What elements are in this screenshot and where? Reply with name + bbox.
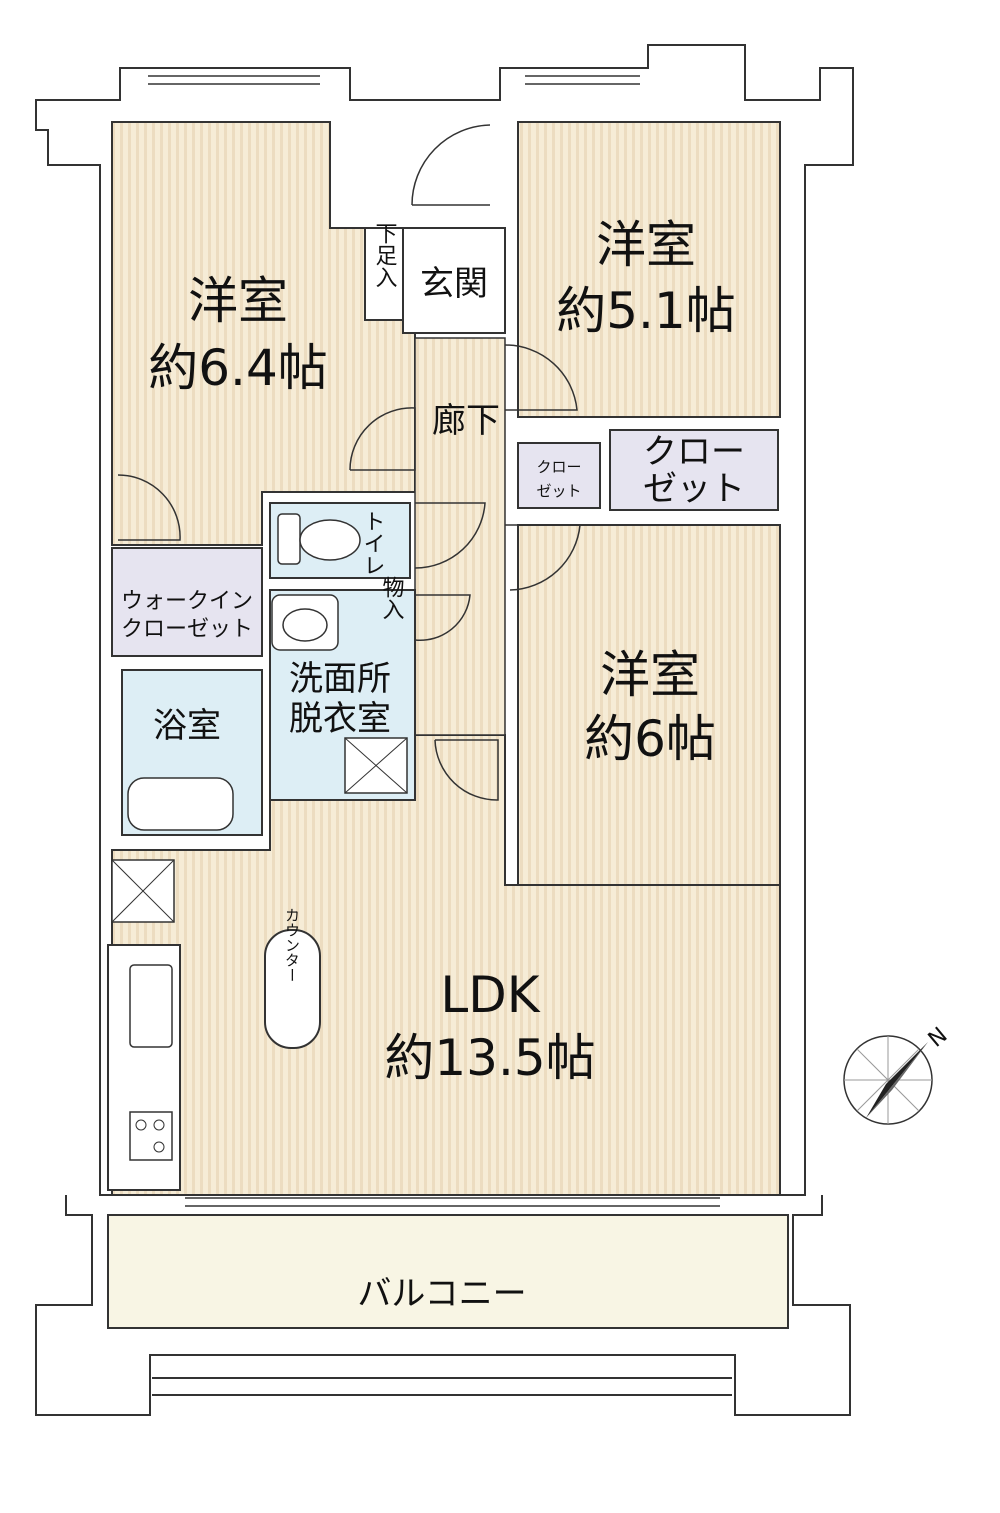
room-western-ne-name: 洋室 <box>596 216 696 274</box>
closet-small <box>517 442 601 509</box>
closet-small-line1: クロー <box>536 458 581 476</box>
room-western-e-size: 約6帖 <box>584 710 716 768</box>
room-western-e-name: 洋室 <box>600 646 700 704</box>
washroom-line1: 洗面所 <box>289 659 391 699</box>
kitchen-sink <box>129 964 173 1048</box>
walk-in-closet-line1: ウォークイン <box>121 589 253 614</box>
room-western-ne-size: 約5.1帖 <box>556 282 736 340</box>
closet-line1: クロー <box>643 432 745 472</box>
shoe-storage <box>364 227 404 321</box>
stove <box>129 1111 173 1161</box>
room-western-nw-name: 洋室 <box>188 272 288 330</box>
shoe-storage-label: 下足入 <box>372 222 398 288</box>
windows <box>148 75 720 1207</box>
compass-north-label: N <box>924 1023 953 1053</box>
room-western-nw-size: 約6.4帖 <box>148 339 328 397</box>
walk-in-closet-line2: クローゼット <box>121 617 253 642</box>
bathtub <box>127 777 234 831</box>
toilet-fixture <box>277 513 361 565</box>
fridge-space <box>111 859 175 923</box>
hallway <box>414 337 506 736</box>
outer-walls <box>35 44 854 1416</box>
ldk-name: LDK <box>440 966 540 1024</box>
counter <box>264 929 321 1049</box>
closet-small-line2: ゼット <box>536 482 581 500</box>
ldk-size: 約13.5帖 <box>384 1029 595 1087</box>
balcony <box>107 1214 789 1329</box>
bathroom-label: 浴室 <box>153 706 221 746</box>
closet <box>609 429 779 511</box>
washroom-line2: 脱衣室 <box>289 699 391 739</box>
counter-label: カウンター <box>283 908 301 983</box>
walk-in-closet <box>111 547 263 657</box>
room-western-e <box>517 524 781 886</box>
room-western-nw <box>111 121 416 546</box>
washbasin <box>271 594 339 651</box>
room-western-ne <box>517 121 781 418</box>
storage-label: 物入 <box>379 576 405 620</box>
closet-line2: ゼット <box>643 469 745 509</box>
doors <box>117 124 581 801</box>
toilet-label: トイレ <box>360 510 385 576</box>
compass-icon <box>843 1035 933 1125</box>
washing-machine-pan <box>344 737 408 794</box>
entrance-label: 玄関 <box>420 264 488 304</box>
hallway-label: 廊下 <box>432 401 500 441</box>
balcony-label: バルコニー <box>357 1274 526 1314</box>
